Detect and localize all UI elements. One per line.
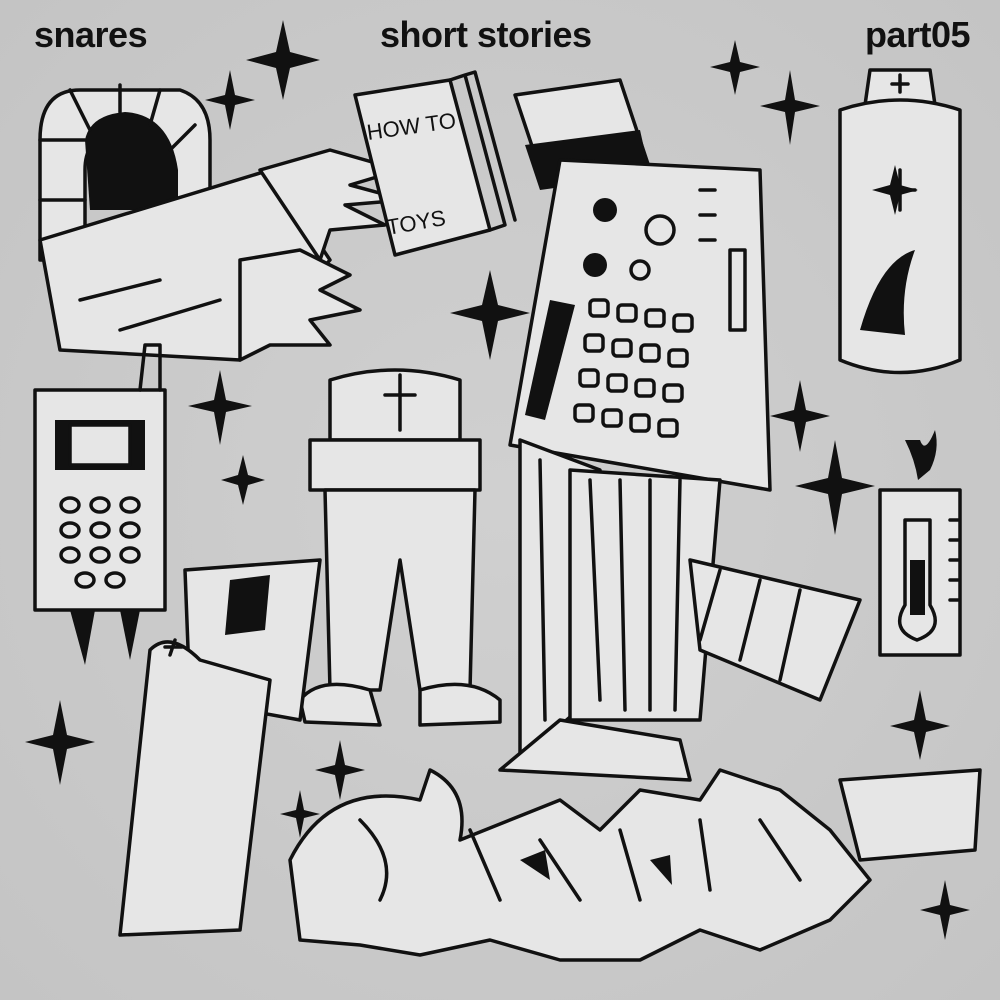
thermometer-icon [878, 430, 962, 657]
phone-keypad [59, 496, 141, 589]
striped-legs-icon [498, 438, 862, 782]
album-title: short stories [380, 14, 592, 55]
drum-machine-icon [508, 78, 772, 492]
cassette-hand-icon [118, 558, 322, 937]
stone-arch-icon [38, 83, 212, 262]
sleeve-hand-icon [38, 148, 407, 362]
artist-name: snares [34, 14, 148, 55]
graffiti-lettering-icon [288, 768, 982, 962]
book-icon: HOW TO TOYS [353, 70, 517, 257]
pad-grid [573, 298, 694, 438]
spray-can-icon [838, 68, 962, 375]
pants-icon [298, 368, 502, 727]
sparkle-icons [25, 20, 970, 940]
phone-icon [33, 343, 167, 665]
part-number: part05 [864, 14, 971, 55]
